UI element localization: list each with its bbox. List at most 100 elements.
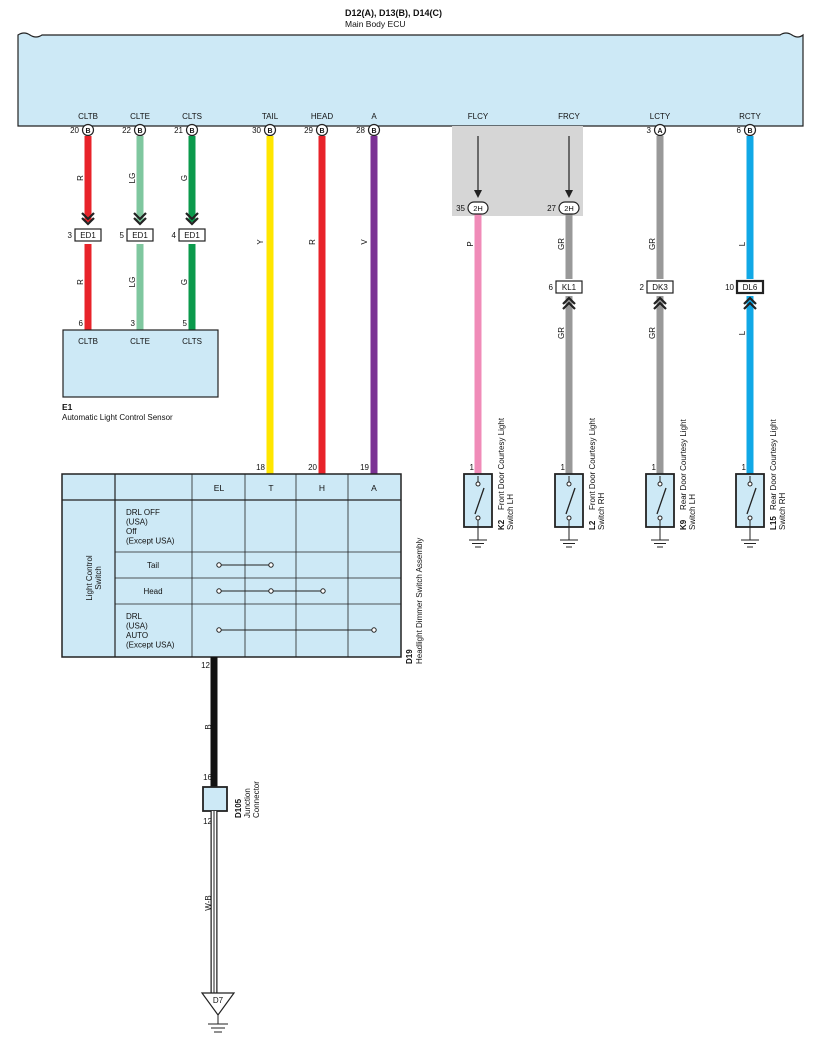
ecu-terminal-label: FRCY [558,112,580,121]
switch-pin: 1 [652,463,657,472]
ecu-terminal-pin: 22 [122,126,131,135]
ecu-terminal-label: RCTY [739,112,761,121]
switch-assembly-label: D19 [405,649,414,664]
courtesy-switch-name: Front Door Courtesy LightSwitch LH [497,417,515,530]
switch-column-header: H [319,483,325,493]
switch-pin: 19 [360,463,369,472]
inline-connector-name: ED1 [132,231,148,240]
switch-row-label: (Except USA) [126,537,175,546]
junction-name: Connector [252,781,261,818]
ecu-terminal-connector-circle [133,123,147,137]
ecu-terminal-connector: B [747,128,752,135]
switch-pin: 18 [256,463,265,472]
switch-row-label: (USA) [126,518,148,527]
inline-connector-round [467,201,489,215]
inline-connector-pin: 10 [725,283,734,292]
ground-point-icon [200,992,236,1017]
connector-chevron-icon [653,296,667,310]
sensor-box [62,329,219,398]
inline-connector-round [558,201,580,215]
switch-row-label: AUTO [126,631,148,640]
switch-row-label: (USA) [126,622,148,631]
ecu-terminal-label: A [371,112,377,121]
junction-block-shade [452,126,583,216]
sensor-terminal-clts: CLTS [182,337,202,346]
switch-assembly-box [61,473,402,658]
switch-side-label: Light ControlSwitch [85,555,103,601]
wire-color-code: L [738,330,747,335]
ecu-terminal-label: TAIL [262,112,279,121]
inline-connector-pin: 4 [172,231,177,240]
courtesy-switch-name: Rear Door Courtesy LightSwitch RH [769,419,787,530]
switch-pin: 1 [470,463,475,472]
switch-column-header: EL [214,483,225,493]
ecu-terminal-connector: A [657,128,662,135]
sensor-pin: 5 [183,319,188,328]
ecu-terminal-connector: B [137,128,142,135]
ecu-terminal-label: CLTB [78,112,98,121]
wire-color-code: GR [557,327,566,339]
ecu-terminal-pin: 21 [174,126,183,135]
inline-connector-name: DK3 [652,283,668,292]
junction-id: D105 [234,798,243,818]
sensor-name: Automatic Light Control Sensor [62,413,173,422]
ecu-terminal-pin: 20 [70,126,79,135]
inline-connector-box [555,280,583,294]
inline-connector-name: ED1 [80,231,96,240]
wire-color-code: R [76,175,85,181]
switch-assembly-name: Headlight Dimmer Switch Assembly [415,538,424,664]
switch-contact-icon [474,487,485,515]
switch-continuity [216,562,377,633]
switch-row-label: Head [143,587,162,596]
courtesy-switch-id: L2 [588,520,597,530]
ecu-terminal-label: HEAD [311,112,333,121]
inline-connector-box [126,228,154,242]
connector-chevron-icon [562,296,576,310]
inline-connector-pin: 5 [120,231,125,240]
ecu-terminal-label: CLTS [182,112,202,121]
wire-color-code: L [738,241,747,246]
ecu-terminal-connector: B [319,128,324,135]
ecu-terminal-connector: B [267,128,272,135]
ecu-terminal-connector: B [371,128,376,135]
switch-pin: 1 [742,463,747,472]
inline-connector-box [646,280,674,294]
switch-row-label: DRL [126,612,143,621]
ecu-terminal-pin: 30 [252,126,261,135]
switch-contact-icon [565,487,576,515]
wire-color-code: G [180,279,189,285]
switch-row-label: (Except USA) [126,641,175,650]
ecu-terminal-connector: B [189,128,194,135]
sensor-terminal-clte: CLTE [130,337,150,346]
inline-connector-pin: 27 [547,204,556,213]
switch-ground-pin: 12 [201,661,210,670]
inline-connector-name: DL6 [743,283,758,292]
inline-connector-box [735,279,765,295]
ecu-name: Main Body ECU [345,19,405,29]
connector-chevron-icon [185,212,199,226]
sensor-id: E1 [62,402,73,412]
ecu-terminal-label: FLCY [468,112,489,121]
inline-connector-pin: 2 [640,283,645,292]
connector-chevron-icon [133,212,147,226]
courtesy-switch-id: K9 [679,519,688,530]
ecu-terminal-label: LCTY [650,112,671,121]
inline-connector-pin: 35 [456,204,465,213]
switch-row-label: Off [126,527,137,536]
sensor-pin: 6 [79,319,84,328]
sensor-pin: 3 [131,319,136,328]
wire-color-code: P [466,241,475,246]
inline-connector-name: 2H [473,204,483,213]
inline-connector-pin: 6 [549,283,554,292]
wire-color-code: B [204,724,213,729]
switch-contact-icon [656,487,667,515]
ecu-connectors: D12(A), D13(B), D14(C) [345,8,442,18]
